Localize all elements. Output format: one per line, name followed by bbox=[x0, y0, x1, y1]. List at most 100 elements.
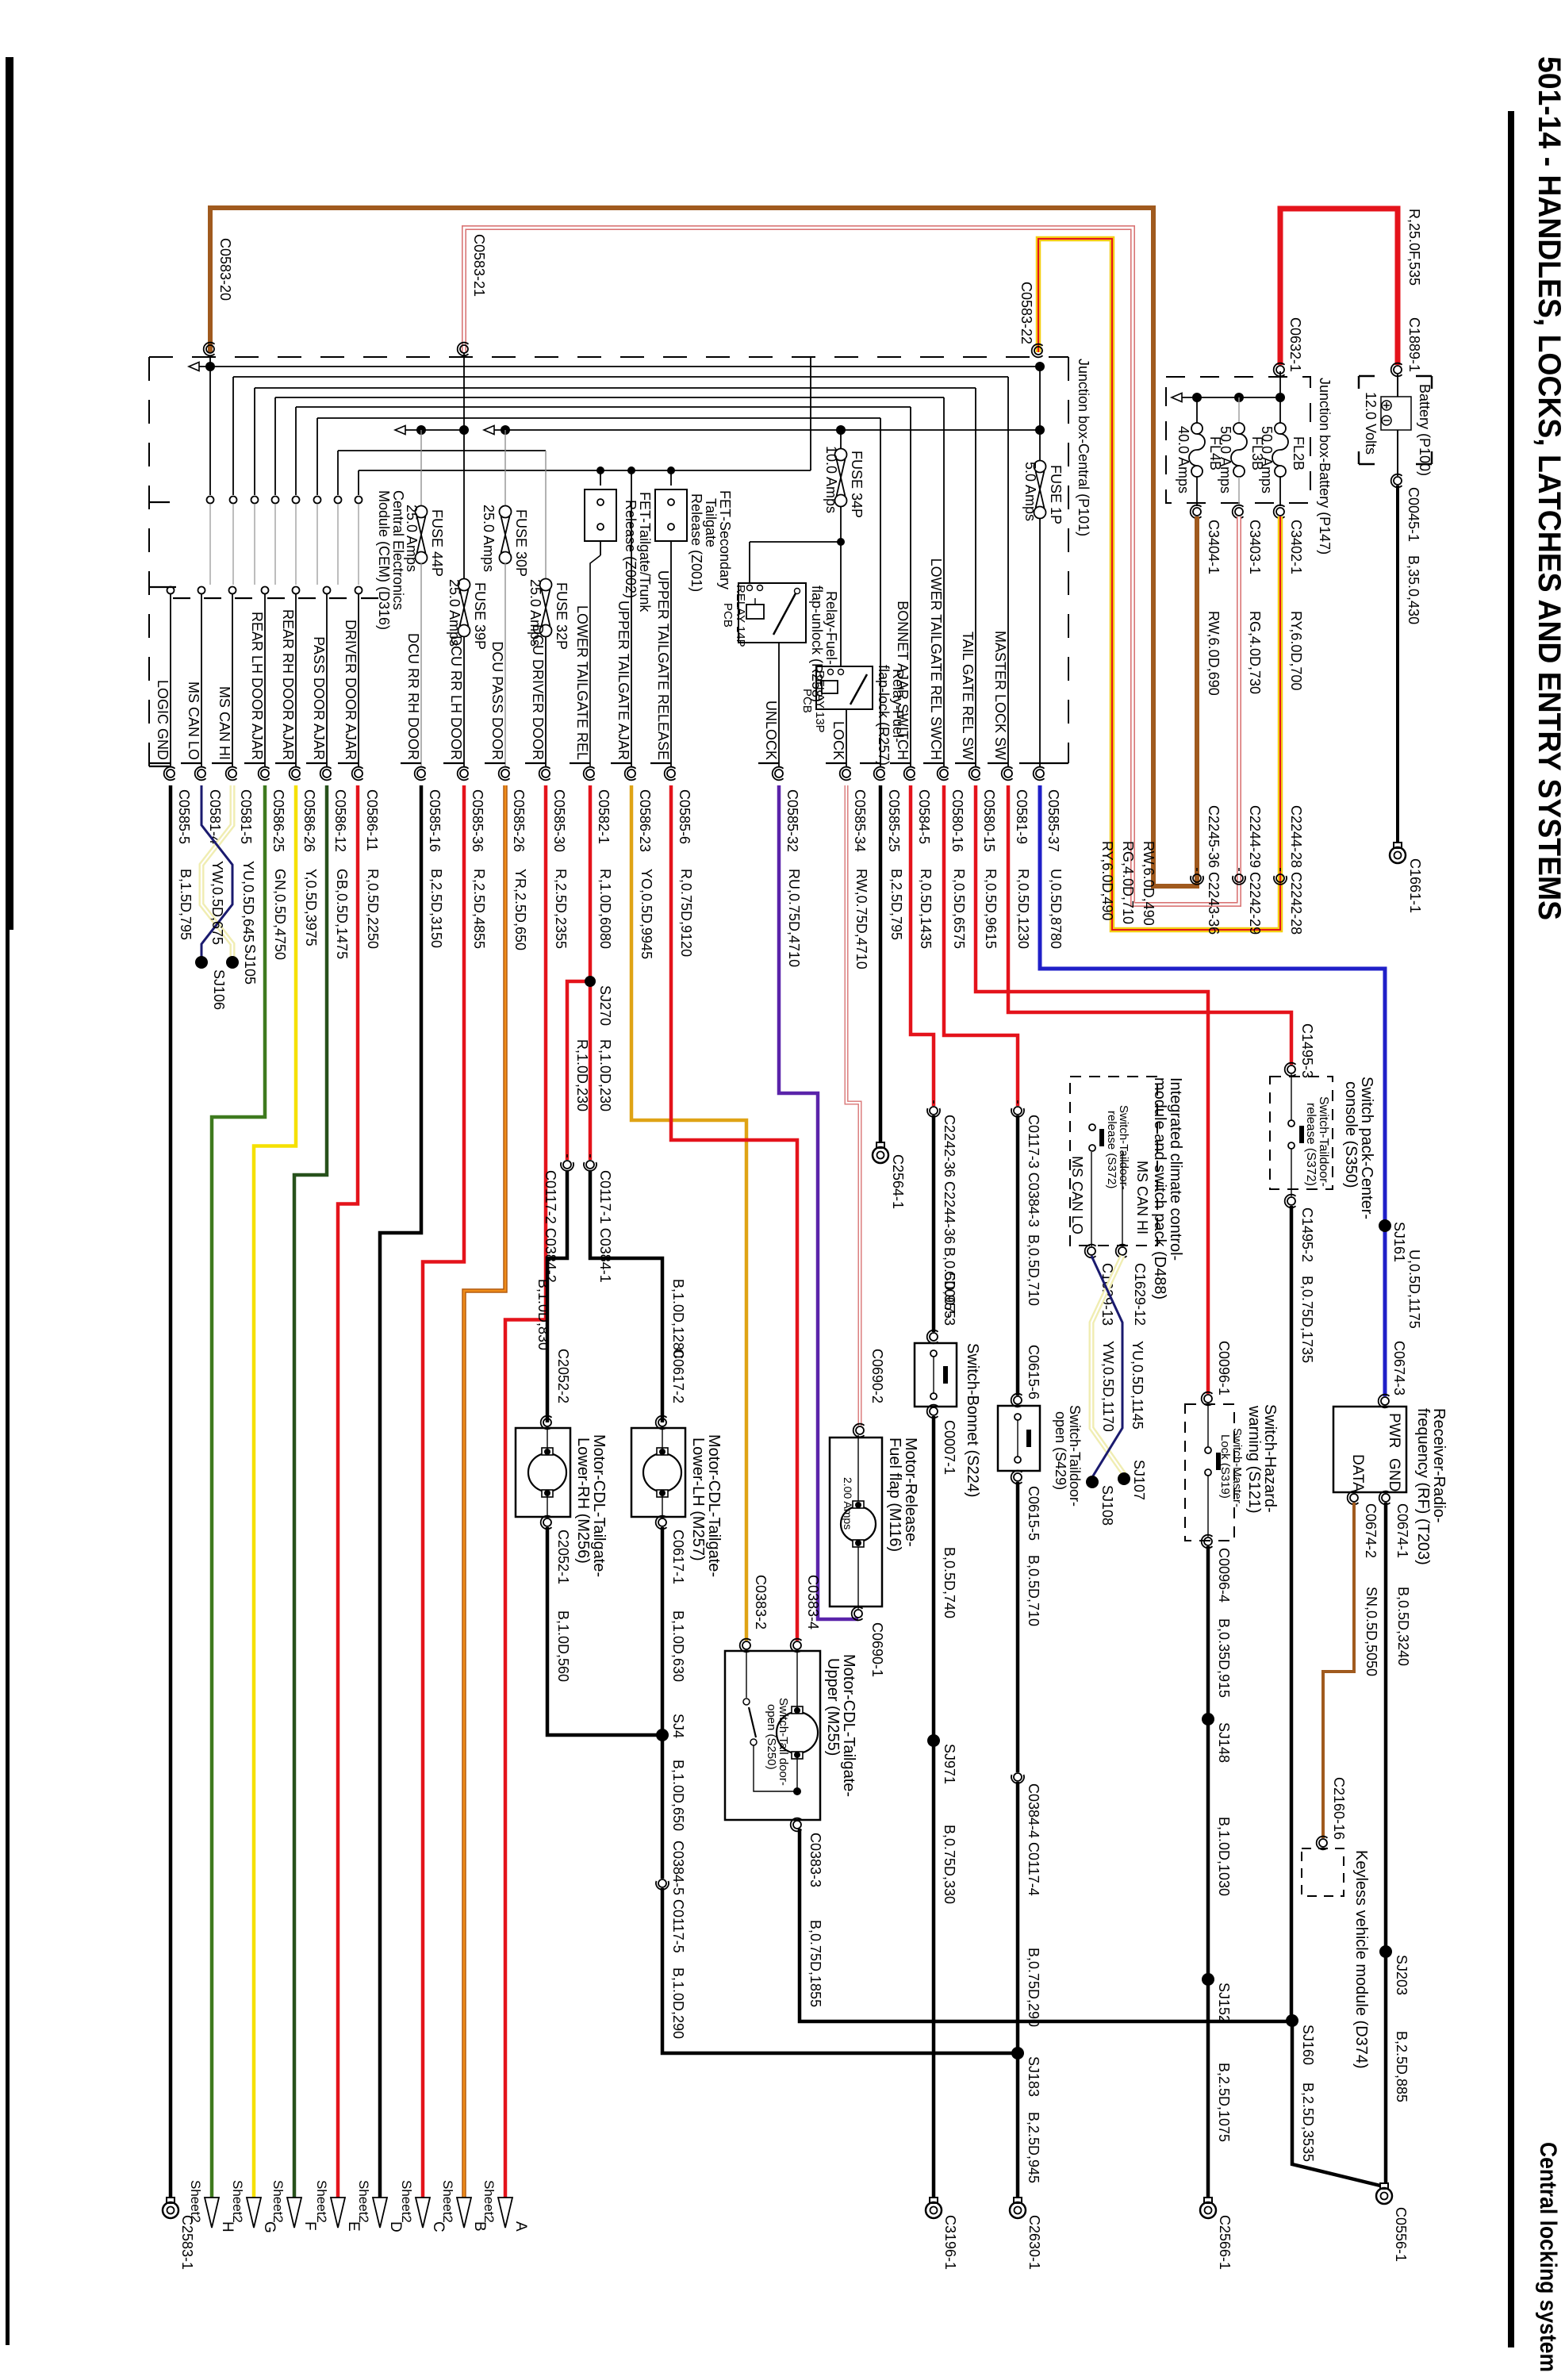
svg-text:B,2.5D,1075: B,2.5D,1075 bbox=[1216, 2063, 1232, 2142]
svg-text:C0580-16: C0580-16 bbox=[949, 789, 965, 852]
svg-text:R,25.0F,535: R,25.0F,535 bbox=[1406, 209, 1422, 286]
svg-text:MS CAN LO: MS CAN LO bbox=[1069, 1156, 1085, 1234]
svg-text:B,1.0D,1280: B,1.0D,1280 bbox=[670, 1279, 686, 1358]
svg-text:DATA: DATA bbox=[1349, 1454, 1366, 1492]
svg-text:C0583-20: C0583-20 bbox=[217, 238, 233, 301]
svg-text:release (S372): release (S372) bbox=[1304, 1103, 1318, 1186]
svg-text:C0585-26: C0585-26 bbox=[511, 789, 527, 852]
svg-text:MS CAN HI: MS CAN HI bbox=[217, 686, 232, 760]
svg-text:TAIL GATE REL SW: TAIL GATE REL SW bbox=[960, 631, 976, 760]
svg-text:LOWER TAILGATE REL SWCH: LOWER TAILGATE REL SWCH bbox=[928, 559, 944, 760]
svg-text:A: A bbox=[512, 2221, 529, 2232]
svg-text:YU,0.5D,1145: YU,0.5D,1145 bbox=[1130, 1341, 1145, 1430]
svg-text:B,1.0D,290: B,1.0D,290 bbox=[670, 1967, 686, 2039]
svg-text:C2244-28 C2242-28: C2244-28 C2242-28 bbox=[1288, 805, 1304, 935]
svg-text:open (S429): open (S429) bbox=[1053, 1411, 1068, 1490]
svg-text:C0584-5: C0584-5 bbox=[916, 789, 932, 844]
svg-text:Sheet2: Sheet2 bbox=[399, 2180, 414, 2223]
svg-text:E: E bbox=[345, 2221, 362, 2232]
svg-text:G: G bbox=[261, 2221, 278, 2233]
svg-text:Module (CEM) (D316): Module (CEM) (D316) bbox=[376, 490, 392, 630]
svg-text:C0585-6: C0585-6 bbox=[677, 789, 692, 844]
svg-text:PCB: PCB bbox=[800, 689, 814, 713]
svg-text:C0632-1: C0632-1 bbox=[1287, 317, 1303, 372]
svg-text:RW,6.0D,690: RW,6.0D,690 bbox=[1206, 611, 1222, 696]
svg-text:RY,6.0D,700: RY,6.0D,700 bbox=[1288, 611, 1304, 690]
svg-text:C0117-3 C0384-3: C0117-3 C0384-3 bbox=[1026, 1115, 1041, 1227]
svg-text:C0383-4: C0383-4 bbox=[805, 1575, 821, 1630]
svg-text:flap-lock (R257): flap-lock (R257) bbox=[876, 665, 892, 766]
svg-text:Y,0.5D,3975: Y,0.5D,3975 bbox=[303, 869, 319, 946]
svg-text:R,0.5D,1230: R,0.5D,1230 bbox=[1015, 869, 1031, 949]
svg-text:C0581-5: C0581-5 bbox=[238, 789, 254, 844]
svg-text:C2052-1: C2052-1 bbox=[555, 1530, 571, 1584]
svg-text:BONNET AJAR SWITCH: BONNET AJAR SWITCH bbox=[895, 601, 911, 760]
svg-text:FUSE 32P: FUSE 32P bbox=[554, 582, 570, 650]
svg-text:FL3B: FL3B bbox=[1249, 436, 1265, 470]
svg-text:Keyless vehicle module (D374): Keyless vehicle module (D374) bbox=[1352, 1850, 1370, 2069]
svg-text:SJ161: SJ161 bbox=[1391, 1222, 1407, 1262]
svg-text:C3404-1: C3404-1 bbox=[1206, 520, 1222, 574]
svg-text:DCU RR RH DOOR: DCU RR RH DOOR bbox=[405, 633, 421, 760]
svg-text:B,1.0D,830: B,1.0D,830 bbox=[535, 1279, 551, 1350]
svg-text:U,0.5D,8780: U,0.5D,8780 bbox=[1048, 869, 1064, 949]
svg-text:Switch-Bonnet (S224): Switch-Bonnet (S224) bbox=[964, 1343, 981, 1498]
svg-text:C0581-4: C0581-4 bbox=[207, 789, 223, 844]
svg-text:C0045-1: C0045-1 bbox=[1406, 487, 1421, 542]
svg-text:U,0.5D,1175: U,0.5D,1175 bbox=[1406, 1250, 1422, 1329]
svg-text:R,0.5D,1435: R,0.5D,1435 bbox=[918, 869, 934, 949]
svg-text:RW,0.75D,4710: RW,0.75D,4710 bbox=[853, 869, 869, 969]
svg-text:Junction box-Central (P101): Junction box-Central (P101) bbox=[1076, 359, 1091, 536]
svg-text:RW,6.0D,490: RW,6.0D,490 bbox=[1141, 841, 1156, 926]
svg-text:B,2.5D,795: B,2.5D,795 bbox=[888, 869, 904, 940]
svg-text:SJ107: SJ107 bbox=[1131, 1460, 1147, 1500]
svg-text:50.0 Amps: 50.0 Amps bbox=[1218, 426, 1233, 493]
svg-text:Lock (S319): Lock (S319) bbox=[1218, 1434, 1232, 1499]
svg-text:R,1.0D,6080: R,1.0D,6080 bbox=[597, 869, 613, 949]
svg-text:R,0.5D,9615: R,0.5D,9615 bbox=[983, 869, 999, 949]
svg-text:Switch-Taildoor-: Switch-Taildoor- bbox=[1067, 1405, 1083, 1507]
svg-text:GB,0.5D,1475: GB,0.5D,1475 bbox=[334, 869, 350, 959]
svg-text:C0585-34: C0585-34 bbox=[852, 789, 868, 852]
svg-text:SN,0.5D,5050: SN,0.5D,5050 bbox=[1364, 1587, 1379, 1676]
svg-text:B,2.5D,945: B,2.5D,945 bbox=[1026, 2112, 1041, 2183]
svg-text:FUSE 1P: FUSE 1P bbox=[1048, 465, 1064, 524]
svg-text:UPPER TAILGATE AJAR: UPPER TAILGATE AJAR bbox=[616, 601, 631, 760]
svg-text:RELAY 14P: RELAY 14P bbox=[734, 585, 747, 647]
svg-text:FL2B: FL2B bbox=[1291, 436, 1306, 470]
svg-text:PWR: PWR bbox=[1386, 1413, 1402, 1448]
svg-text:RG,4.0D,710: RG,4.0D,710 bbox=[1120, 841, 1136, 924]
svg-text:FUSE 44P: FUSE 44P bbox=[429, 509, 445, 577]
svg-text:Relay-Fuel-: Relay-Fuel- bbox=[823, 591, 839, 665]
svg-text:SJ203: SJ203 bbox=[1394, 1955, 1410, 1995]
svg-text:25.0 Amps: 25.0 Amps bbox=[527, 579, 543, 647]
svg-text:Battery (P100): Battery (P100) bbox=[1417, 384, 1433, 476]
svg-text:C3402-1: C3402-1 bbox=[1288, 520, 1304, 574]
svg-text:C2160-16: C2160-16 bbox=[1331, 1777, 1347, 1840]
svg-text:Switch-Taildoor-: Switch-Taildoor- bbox=[1317, 1096, 1330, 1187]
svg-text:UPPER TAILGATE RELEASE: UPPER TAILGATE RELEASE bbox=[655, 570, 671, 760]
svg-text:GN,0.5D,4750: GN,0.5D,4750 bbox=[272, 869, 288, 960]
svg-text:RY,6.0D,490: RY,6.0D,490 bbox=[1099, 841, 1115, 920]
svg-text:Sheet2: Sheet2 bbox=[481, 2180, 497, 2223]
svg-text:DCU PASS DOOR: DCU PASS DOOR bbox=[489, 641, 505, 760]
svg-text:C2242-36 C2244-36: C2242-36 C2244-36 bbox=[942, 1115, 957, 1244]
svg-text:C0586-25: C0586-25 bbox=[270, 789, 286, 852]
svg-text:Sheet2: Sheet2 bbox=[314, 2180, 329, 2223]
svg-text:B,0.75D,330: B,0.75D,330 bbox=[942, 1825, 957, 1904]
svg-text:B,0.35D,915: B,0.35D,915 bbox=[1216, 1618, 1232, 1698]
svg-text:C0586-26: C0586-26 bbox=[301, 789, 317, 852]
svg-text:Switch-Taildoor-: Switch-Taildoor- bbox=[1117, 1105, 1130, 1190]
svg-text:C2566-1: C2566-1 bbox=[1217, 2215, 1233, 2270]
svg-text:C2564-1: C2564-1 bbox=[890, 1154, 906, 1209]
svg-text:C: C bbox=[430, 2221, 447, 2232]
svg-text:Motor-Release-: Motor-Release- bbox=[902, 1438, 919, 1547]
svg-text:Release (Z002): Release (Z002) bbox=[623, 500, 639, 598]
svg-text:Switch-Master-: Switch-Master- bbox=[1230, 1428, 1244, 1507]
svg-text:R,1.0D,230: R,1.0D,230 bbox=[574, 1039, 590, 1111]
svg-text:Relay-Fuel-: Relay-Fuel- bbox=[890, 669, 906, 743]
svg-text:B,1.0D,1030: B,1.0D,1030 bbox=[1216, 1817, 1232, 1896]
svg-text:SJ148: SJ148 bbox=[1216, 1722, 1232, 1763]
svg-text:C3403-1: C3403-1 bbox=[1247, 520, 1263, 574]
svg-text:MS CAN HI: MS CAN HI bbox=[1134, 1161, 1150, 1234]
